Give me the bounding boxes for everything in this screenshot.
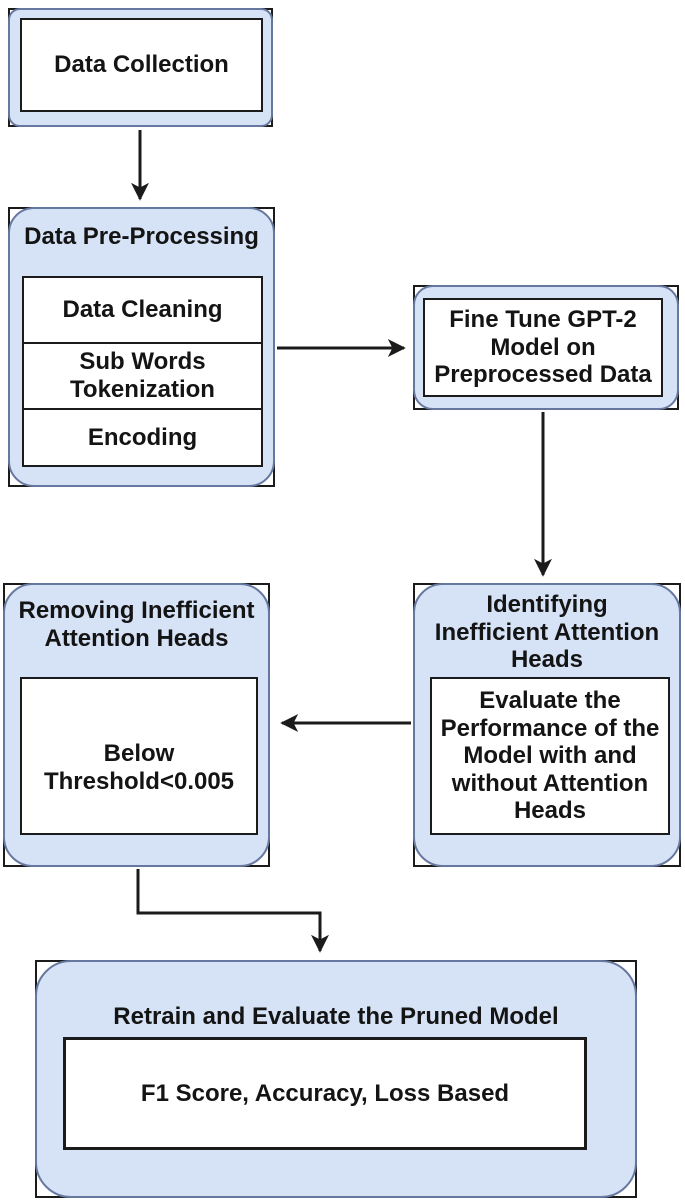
node-label: Data Collection <box>54 51 229 79</box>
node-detail-box: Below Threshold<0.005 <box>20 677 258 835</box>
node-title: Data Pre-Processing <box>8 223 275 251</box>
node-title-text: Identifying Inefficient Attention Heads <box>434 591 660 674</box>
node-title: Retrain and Evaluate the Pruned Model <box>35 1003 637 1031</box>
node-detail: F1 Score, Accuracy, Loss Based <box>140 1079 510 1107</box>
node-removing-heads: Removing Inefficient Attention Heads Bel… <box>3 583 270 867</box>
node-data-collection: Data Collection <box>8 8 273 127</box>
step-row: Sub Words Tokenization <box>24 342 261 408</box>
node-title-text: Retrain and Evaluate the Pruned Model <box>113 1003 559 1030</box>
node-label-box: Fine Tune GPT-2 Model on Preprocessed Da… <box>423 298 663 397</box>
step-row: Data Cleaning <box>24 278 261 342</box>
preprocessing-steps: Data Cleaning Sub Words Tokenization Enc… <box>22 276 263 467</box>
node-detail: Evaluate the Performance of the Model wi… <box>440 687 660 825</box>
node-title-text: Removing Inefficient Attention Heads <box>18 597 255 652</box>
node-label: Fine Tune GPT-2 Model on Preprocessed Da… <box>434 306 652 389</box>
step-row: Encoding <box>24 408 261 465</box>
step-label: Encoding <box>87 423 198 451</box>
node-detail: Below Threshold<0.005 <box>43 740 235 795</box>
node-title: Identifying Inefficient Attention Heads <box>413 591 681 674</box>
step-label: Data Cleaning <box>62 296 223 324</box>
node-fine-tune: Fine Tune GPT-2 Model on Preprocessed Da… <box>413 285 679 410</box>
node-identifying-heads: Identifying Inefficient Attention Heads … <box>413 583 681 867</box>
node-detail-box: F1 Score, Accuracy, Loss Based <box>63 1037 587 1150</box>
node-title-text: Data Pre-Processing <box>24 223 259 250</box>
node-data-preprocessing: Data Pre-Processing Data Cleaning Sub Wo… <box>8 207 275 487</box>
node-title: Removing Inefficient Attention Heads <box>3 597 270 652</box>
arrow-removing-to-retrain <box>136 869 329 953</box>
node-retrain: Retrain and Evaluate the Pruned Model F1… <box>35 960 637 1198</box>
node-detail-box: Evaluate the Performance of the Model wi… <box>430 677 670 835</box>
step-label: Sub Words Tokenization <box>70 348 215 403</box>
node-label-box: Data Collection <box>20 18 263 112</box>
